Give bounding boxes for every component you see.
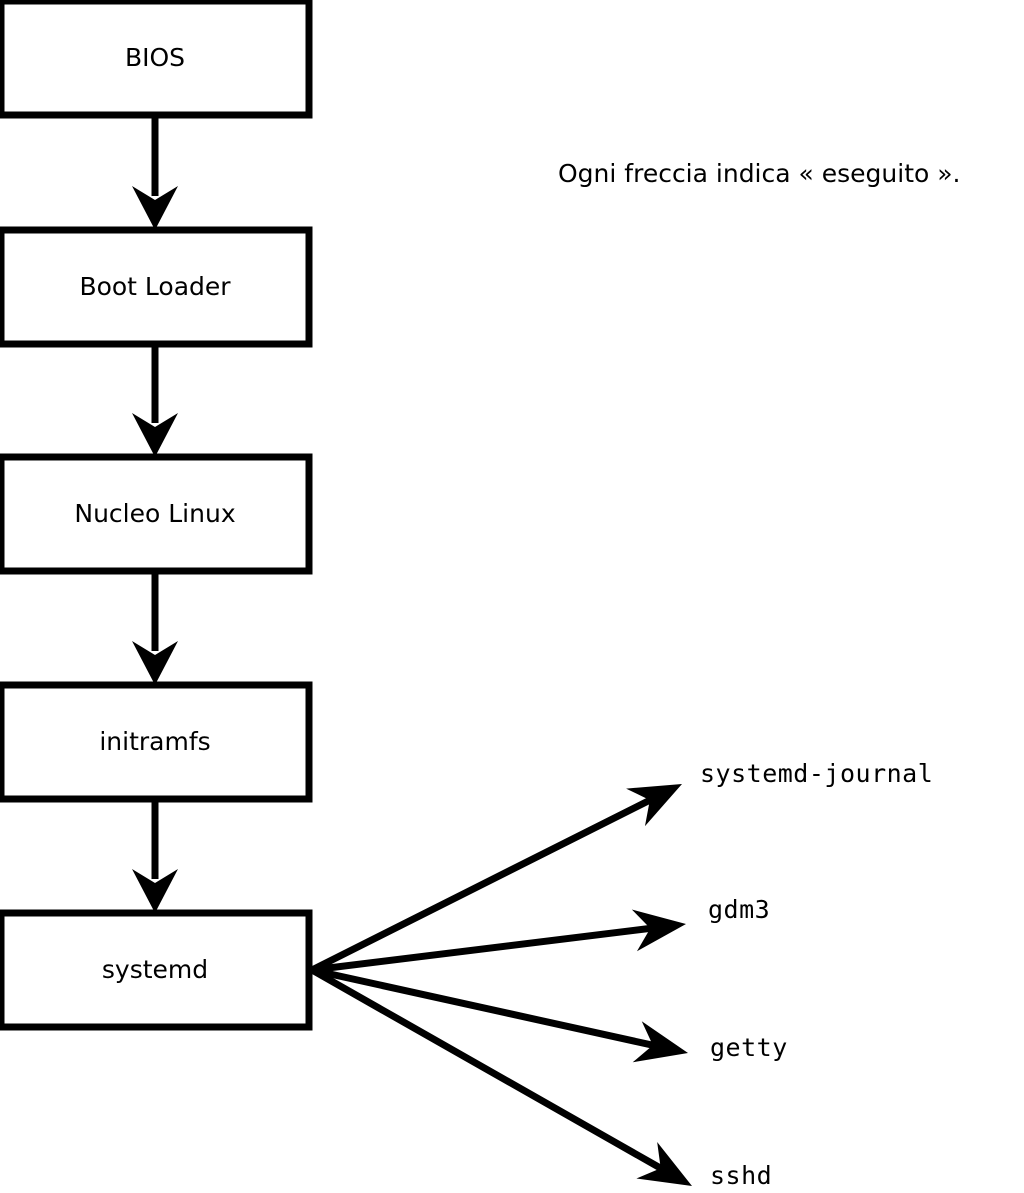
service-labels-group: systemd-journal gdm3 getty sshd: [700, 759, 933, 1190]
process-box-bios: BIOS: [0, 0, 313, 119]
arrow-systemd-to-getty: [308, 966, 688, 1063]
arrow-shaft-systemd-to-systemd-journal: [308, 794, 657, 974]
service-label-gdm3: gdm3: [708, 895, 770, 924]
arrow-bios-to-boot-loader: [132, 115, 178, 230]
process-box-nucleo-linux: Nucleo Linux: [0, 453, 313, 575]
arrow-shaft-systemd-to-sshd: [308, 966, 668, 1174]
arrow-head-initramfs-to-systemd: [132, 869, 178, 913]
arrow-nucleo-linux-to-initramfs: [132, 571, 178, 685]
box-outline-boot-loader: [0, 226, 313, 348]
arrow-head-systemd-to-systemd-journal: [626, 784, 682, 827]
arrow-head-nucleo-linux-to-initramfs: [132, 641, 178, 685]
arrow-systemd-to-gdm3: [308, 909, 686, 974]
process-box-boot-loader: Boot Loader: [0, 226, 313, 348]
box-label-initramfs: initramfs: [99, 727, 210, 756]
arrow-head-bios-to-boot-loader: [132, 186, 178, 230]
service-label-sshd: sshd: [710, 1161, 772, 1190]
flow-arrows-group: [132, 115, 178, 913]
box-label-nucleo-linux: Nucleo Linux: [74, 499, 235, 528]
box-label-bios: BIOS: [125, 43, 185, 72]
arrow-head-systemd-to-gdm3: [631, 909, 686, 952]
process-box-systemd: systemd: [0, 909, 313, 1031]
process-box-initramfs: initramfs: [0, 681, 313, 803]
box-outline-initramfs: [0, 681, 313, 803]
box-outline-systemd: [0, 909, 313, 1031]
arrow-initramfs-to-systemd: [132, 799, 178, 913]
fanout-arrows-group: [308, 784, 692, 1186]
service-label-getty: getty: [710, 1033, 788, 1062]
box-label-systemd: systemd: [102, 955, 208, 984]
arrow-systemd-to-sshd: [308, 966, 692, 1186]
arrow-head-systemd-to-getty: [632, 1021, 688, 1063]
box-label-boot-loader: Boot Loader: [79, 272, 231, 301]
arrow-systemd-to-systemd-journal: [308, 784, 682, 974]
arrow-head-systemd-to-sshd: [636, 1142, 692, 1186]
box-outline-nucleo-linux: [0, 453, 313, 575]
arrow-shaft-systemd-to-getty: [308, 966, 661, 1050]
arrow-head-boot-loader-to-nucleo-linux: [132, 413, 178, 457]
service-label-systemd-journal: systemd-journal: [700, 759, 933, 788]
arrow-boot-loader-to-nucleo-linux: [132, 344, 178, 457]
box-outline-bios: [0, 0, 313, 119]
arrow-shaft-systemd-to-gdm3: [308, 924, 658, 974]
diagram-caption: Ogni freccia indica « eseguito ».: [558, 159, 961, 188]
